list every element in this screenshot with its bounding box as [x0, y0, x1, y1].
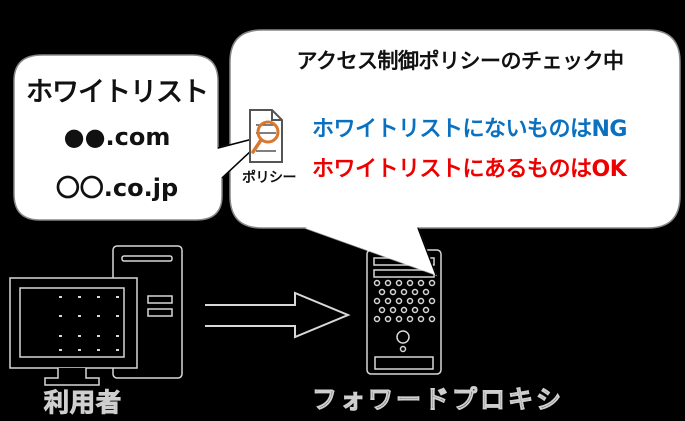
rule-ok-text: ホワイトリストにあるものはOK: [312, 157, 627, 182]
arrow-right-icon: [205, 291, 351, 339]
whitelist-title: ホワイトリスト: [26, 77, 209, 108]
check-bubble-tail: [305, 228, 436, 275]
server-vent-holes: [373, 279, 436, 323]
whitelist-entry: 〇〇.co.jp: [55, 174, 179, 202]
check-status-title: アクセス制御ポリシーのチェック中: [296, 49, 624, 73]
policy-icon-label: ポリシー: [242, 170, 297, 186]
whitelist-entry: ●●.com: [63, 123, 171, 151]
proxy-node-label: フォワードプロキシ: [311, 385, 565, 415]
screen-dots: [59, 296, 119, 351]
magnifier-icon: [251, 120, 280, 154]
rule-ng-text: ホワイトリストにないものはNG: [312, 117, 627, 142]
user-node-label: 利用者: [43, 388, 123, 418]
whitelist-speech-bubble: [13, 54, 269, 221]
desktop-computer-icon: [9, 245, 183, 386]
